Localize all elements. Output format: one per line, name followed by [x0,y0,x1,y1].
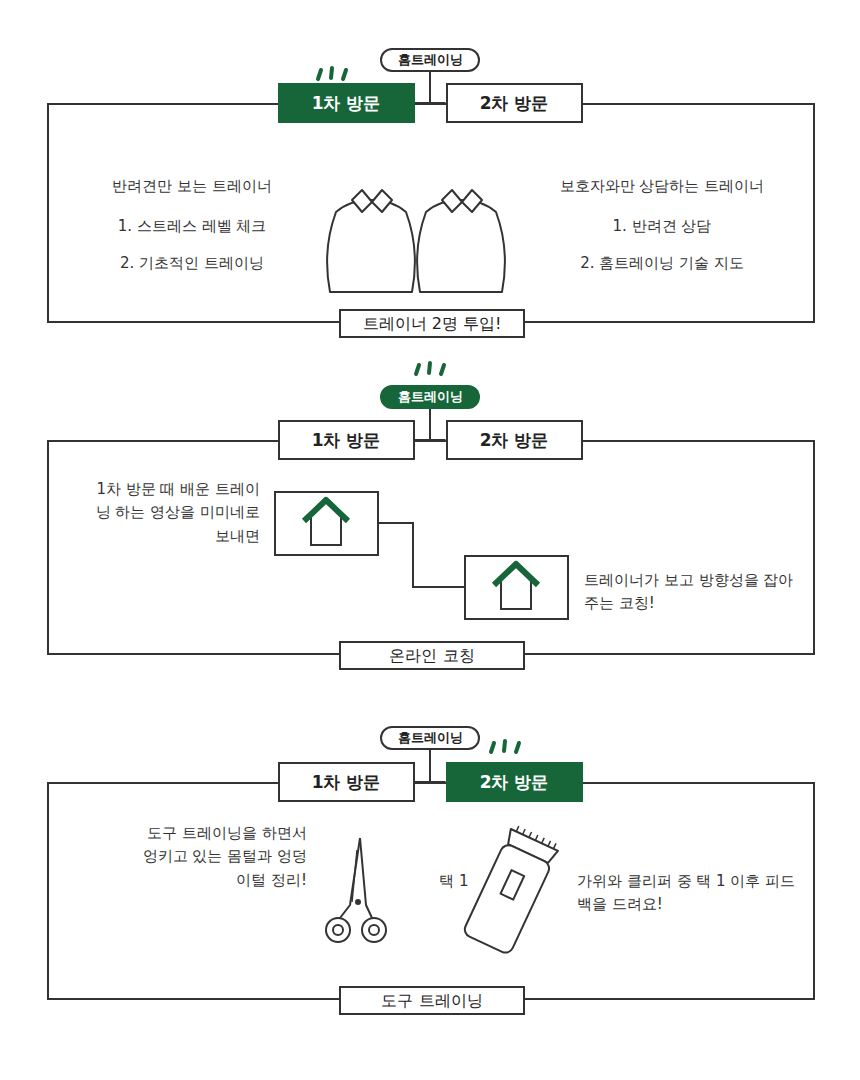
connector-line [430,409,446,440]
scissors-icon [326,838,386,942]
frame-node: 반려견만 보는 트레이너 1. 스트레스 레벨 체크 2. 기초적인 트레이닝 보호자… [47,103,815,323]
node-label: 2차 방문 [462,85,567,121]
pill-node: 홈트레이닝 [380,48,480,72]
node-label: 홈트레이닝 [392,50,468,70]
body-text: 도구 트레이닝을 하면서 엉키고 있는 몸털과 엉덩이털 정리! [135,822,307,892]
node-label: 도구 트레이닝 [355,988,509,1013]
body-text: 2. 기초적인 트레이닝 [120,252,264,275]
tag-node: 트레이너 2명 투입! [339,309,525,338]
node-label: 온라인 코칭 [355,643,509,668]
box-node: 2차 방문 [446,83,583,123]
tag-node: 온라인 코칭 [339,641,525,670]
node-label: 2차 방문 [462,764,567,800]
node-label: 트레이너 2명 투입! [355,311,509,336]
box-node: 1차 방문 [278,420,415,460]
body-text: 2. 홈트레이닝 기술 지도 [580,252,744,275]
body-text: 1. 스트레스 레벨 체크 [118,215,267,238]
body-text: 보호자와만 상담하는 트레이너 [560,175,765,198]
node-label: 홈트레이닝 [392,728,468,748]
box-node: 2차 방문 [446,420,583,460]
box-node: 2차 방문 [446,762,583,802]
frame-node: 도구 트레이닝을 하면서 엉키고 있는 몸털과 엉덩이털 정리! 택 1 가위와 클… [47,782,815,1000]
body-text: 가위와 클리퍼 중 택 1 이후 피드백을 드려요! [577,870,802,917]
body-text: 1. 반려견 상담 [613,215,712,238]
node-label: 1차 방문 [294,764,399,800]
video-icons [275,492,568,619]
connector-line [430,72,446,103]
body-text: 1차 방문 때 배운 트레이닝 하는 영상을 미미네로 보내면 [88,478,260,548]
node-label: 1차 방문 [294,85,399,121]
pill-node: 홈트레이닝 [380,726,480,750]
connector-line [415,750,431,782]
pill-node: 홈트레이닝 [380,385,480,409]
body-text: 반려견만 보는 트레이너 [112,175,272,198]
connector-line [415,72,431,103]
shirt-icons [327,190,505,292]
node-label: 1차 방문 [294,422,399,458]
frame-node: 1차 방문 때 배운 트레이닝 하는 영상을 미미네로 보내면트레이너가 보고 … [47,440,815,655]
tag-node: 도구 트레이닝 [339,986,525,1015]
node-label: 2차 방문 [462,422,567,458]
connector-line [415,409,431,440]
clipper-icon [462,824,560,956]
connector-line [430,750,446,782]
box-node: 1차 방문 [278,83,415,123]
body-text: 택 1 [439,870,468,893]
body-text: 트레이너가 보고 방향성을 잡아 주는 코칭! [584,569,794,616]
node-label: 홈트레이닝 [392,387,468,407]
box-node: 1차 방문 [278,762,415,802]
